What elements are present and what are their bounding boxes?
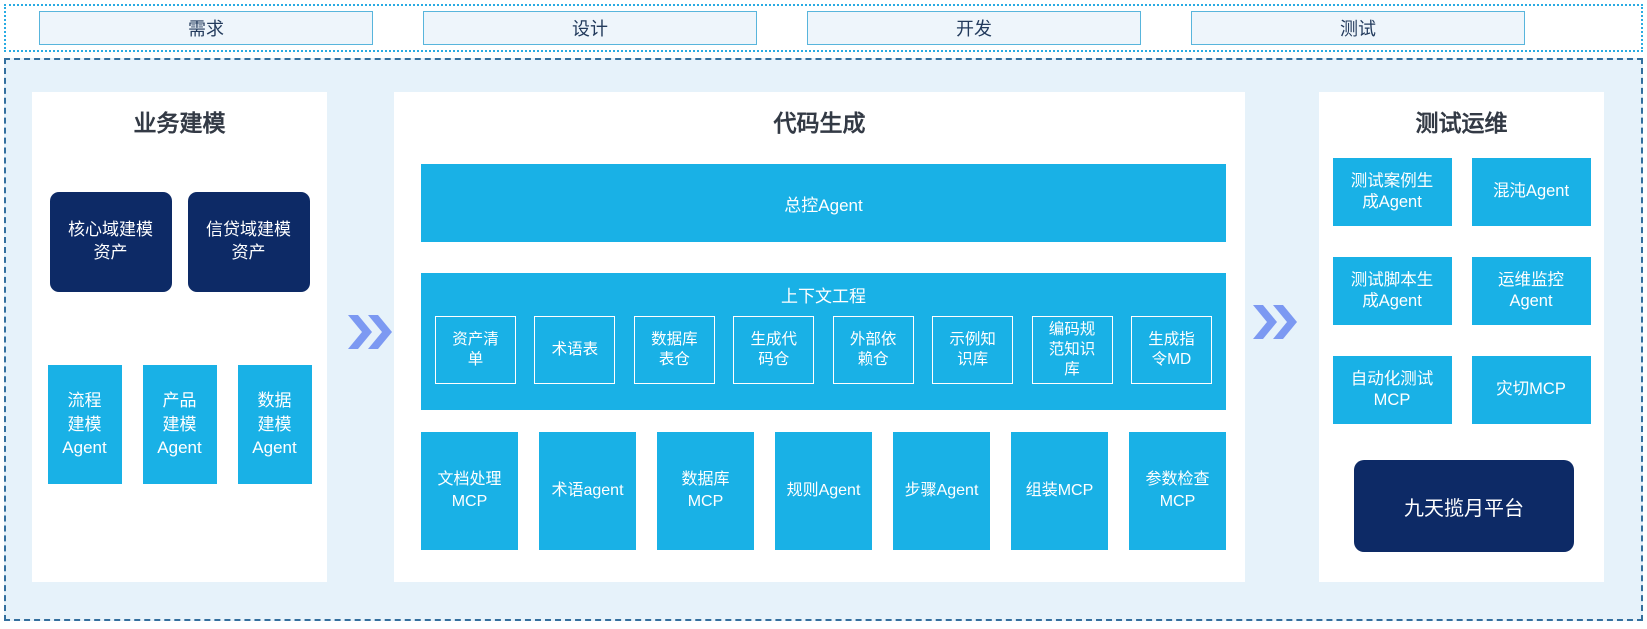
panel-code-generation: 代码生成 总控Agent 上下文工程 资产清单 术语表 数据库表仓 生成代码仓 … [394, 92, 1245, 582]
modeling-agents-row: 流程建模Agent 产品建模Agent 数据建模Agent [32, 365, 327, 484]
asset-boxes-row: 核心域建模资产 信贷域建模资产 [32, 192, 327, 292]
panel-business-modeling: 业务建模 核心域建模资产 信贷域建模资产 流程建模Agent 产品建模Agent… [32, 92, 327, 582]
testops-box-auto-test-mcp: 自动化测试MCP [1332, 356, 1452, 424]
context-engineering-title: 上下文工程 [781, 287, 866, 306]
tool-box-database-mcp: 数据库MCP [657, 432, 754, 550]
testops-box-testscript-gen-agent: 测试脚本生成Agent [1332, 257, 1452, 325]
master-control-agent-bar: 总控Agent [421, 164, 1226, 242]
context-item-coding-standard-kb: 编码规范知识库 [1031, 316, 1113, 385]
context-engineering-box: 上下文工程 资产清单 术语表 数据库表仓 生成代码仓 外部依赖仓 示例知识库 编… [421, 273, 1226, 410]
phase-box-testing: 测试 [1191, 11, 1525, 45]
agent-box-data-modeling: 数据建模Agent [237, 365, 312, 484]
panel-title: 测试运维 [1415, 110, 1508, 136]
agent-box-product-modeling: 产品建模Agent [142, 365, 217, 484]
context-item-external-deps-repo: 外部依赖仓 [832, 316, 914, 384]
context-item-example-kb: 示例知识库 [932, 316, 1014, 384]
double-chevron-right-icon [1252, 305, 1298, 339]
context-item-glossary: 术语表 [534, 316, 616, 384]
tool-box-param-check-mcp: 参数检查MCP [1129, 432, 1226, 550]
phase-box-design: 设计 [423, 11, 757, 45]
tool-box-terminology-agent: 术语agent [539, 432, 636, 550]
panel-title: 业务建模 [133, 110, 226, 136]
tool-box-step-agent: 步骤Agent [893, 432, 990, 550]
panel-title: 代码生成 [773, 110, 866, 136]
double-chevron-right-icon [347, 315, 393, 349]
phase-box-development: 开发 [807, 11, 1141, 45]
context-items-row: 资产清单 术语表 数据库表仓 生成代码仓 外部依赖仓 示例知识库 编码规范知识库… [421, 316, 1226, 385]
agent-box-process-modeling: 流程建模Agent [47, 365, 122, 484]
asset-box-core-domain: 核心域建模资产 [49, 192, 172, 292]
context-item-instruction-md: 生成指令MD [1130, 316, 1212, 384]
tool-box-rule-agent: 规则Agent [775, 432, 872, 550]
codegen-tools-row: 文档处理MCP 术语agent 数据库MCP 规则Agent 步骤Agent 组… [421, 432, 1226, 550]
main-container: 业务建模 核心域建模资产 信贷域建模资产 流程建模Agent 产品建模Agent… [4, 58, 1643, 621]
panel-test-operations: 测试运维 测试案例生成Agent 混沌Agent 测试脚本生成Agent 运维监… [1319, 92, 1604, 582]
asset-box-credit-domain: 信贷域建模资产 [187, 192, 310, 292]
jiutian-lanyue-platform-box: 九天揽月平台 [1354, 460, 1574, 552]
phase-strip: 需求 设计 开发 测试 [4, 4, 1643, 52]
context-item-db-table-repo: 数据库表仓 [633, 316, 715, 384]
tool-box-doc-processing-mcp: 文档处理MCP [421, 432, 518, 550]
context-item-asset-list: 资产清单 [435, 316, 516, 384]
testops-box-testcase-gen-agent: 测试案例生成Agent [1332, 158, 1452, 226]
tool-box-assembly-mcp: 组装MCP [1011, 432, 1108, 550]
testops-boxes-grid: 测试案例生成Agent 混沌Agent 测试脚本生成Agent 运维监控Agen… [1319, 158, 1604, 424]
testops-box-chaos-agent: 混沌Agent [1471, 158, 1591, 226]
context-item-generated-code-repo: 生成代码仓 [733, 316, 815, 384]
testops-box-disaster-switch-mcp: 灾切MCP [1471, 356, 1591, 424]
phase-box-requirements: 需求 [39, 11, 373, 45]
testops-box-ops-monitor-agent: 运维监控Agent [1471, 257, 1591, 325]
